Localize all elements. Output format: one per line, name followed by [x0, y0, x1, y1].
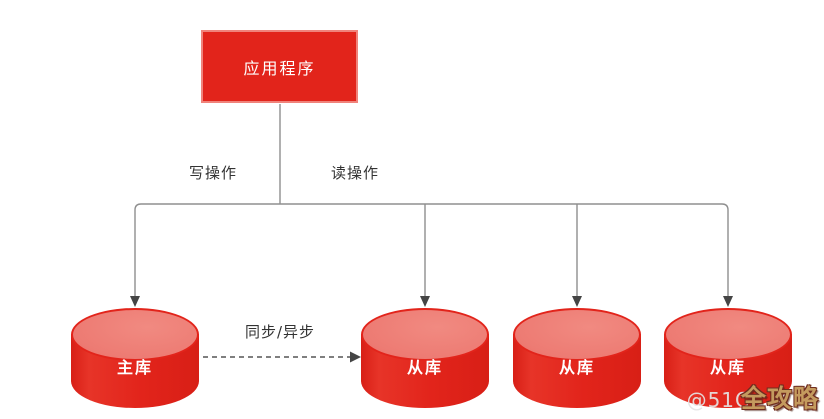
- cylinder-top-face: [513, 308, 641, 361]
- sync-async-label: 同步/异步: [244, 323, 316, 341]
- distribution-bus: [134, 203, 729, 297]
- write-operations-label: 写操作: [188, 164, 237, 182]
- read-operations-label: 读操作: [330, 164, 379, 182]
- arrowhead-master: [130, 296, 140, 307]
- db-replica3-node[interactable]: 从库: [664, 308, 792, 408]
- application-node-label: 应用程序: [243, 58, 316, 78]
- db-master-label: 主库: [116, 358, 153, 377]
- application-node[interactable]: 应用程序: [201, 30, 358, 103]
- arrowhead-replica3: [723, 296, 733, 307]
- db-replica3-label: 从库: [709, 358, 746, 377]
- db-replica1-node[interactable]: 从库: [361, 308, 489, 408]
- cylinder-top-face: [361, 308, 489, 361]
- db-master-node[interactable]: 主库: [71, 308, 199, 408]
- db-replica1-label: 从库: [406, 358, 443, 377]
- arrowhead-replica2: [572, 296, 582, 307]
- cylinder-top-face: [71, 308, 199, 361]
- arrowhead-replica1: [420, 296, 430, 307]
- db-replica2-label: 从库: [558, 358, 595, 377]
- cylinder-top-face: [664, 308, 792, 361]
- db-replica2-node[interactable]: 从库: [513, 308, 641, 408]
- replication-arrowhead: [350, 351, 361, 363]
